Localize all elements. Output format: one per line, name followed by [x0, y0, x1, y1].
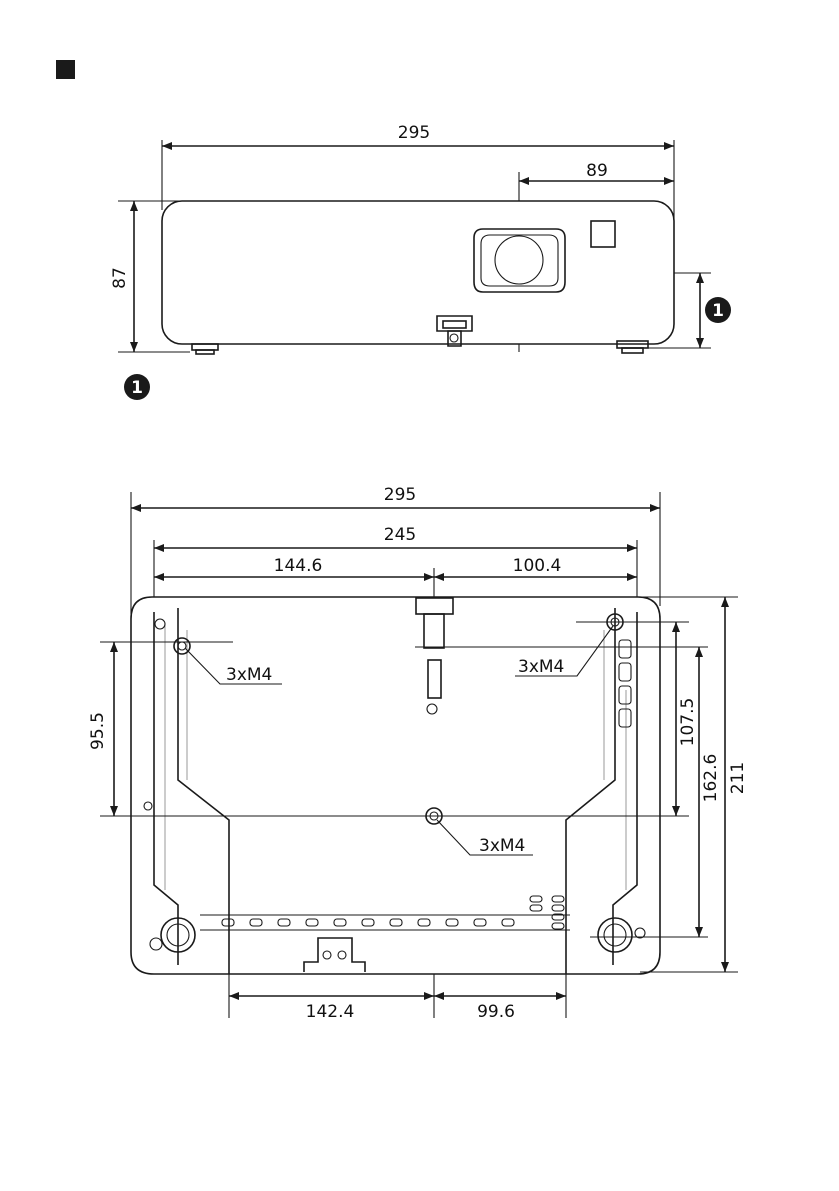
bottom-view: 295 245 144.6 100.4 142.4 99.6 95.5 107.… — [88, 485, 748, 1022]
side-view: 295 89 87 1 1 — [110, 123, 731, 400]
callout-badge-note: 1 — [124, 374, 150, 400]
dim-bottom-right: 99.6 — [477, 1002, 515, 1022]
dim-center-to-right: 100.4 — [513, 556, 562, 576]
dim-left-to-center: 144.6 — [274, 556, 323, 576]
section-marker-square — [56, 60, 75, 79]
dim-left-vertical: 95.5 — [88, 712, 108, 750]
dim-bottom-width: 295 — [384, 485, 416, 505]
projector-side-body — [162, 201, 674, 344]
thread-label-center: 3xM4 — [479, 836, 525, 856]
dim-bottom-left: 142.4 — [306, 1002, 355, 1022]
left-foot — [192, 344, 218, 354]
svg-text:1: 1 — [712, 301, 724, 321]
thread-label-top-left: 3xM4 — [226, 665, 272, 685]
dim-hole-span: 245 — [384, 525, 416, 545]
thread-label-top-right: 3xM4 — [518, 657, 564, 677]
dim-right-middle: 162.6 — [701, 754, 721, 803]
dim-right-inner: 107.5 — [678, 698, 698, 747]
dim-lens-offset: 89 — [586, 161, 608, 181]
dim-height: 87 — [110, 267, 130, 289]
dim-depth: 211 — [728, 762, 748, 794]
callout-badge-right: 1 — [705, 297, 731, 323]
projector-bottom-body — [131, 597, 660, 974]
dim-side-width: 295 — [398, 123, 430, 143]
svg-text:1: 1 — [131, 378, 143, 398]
